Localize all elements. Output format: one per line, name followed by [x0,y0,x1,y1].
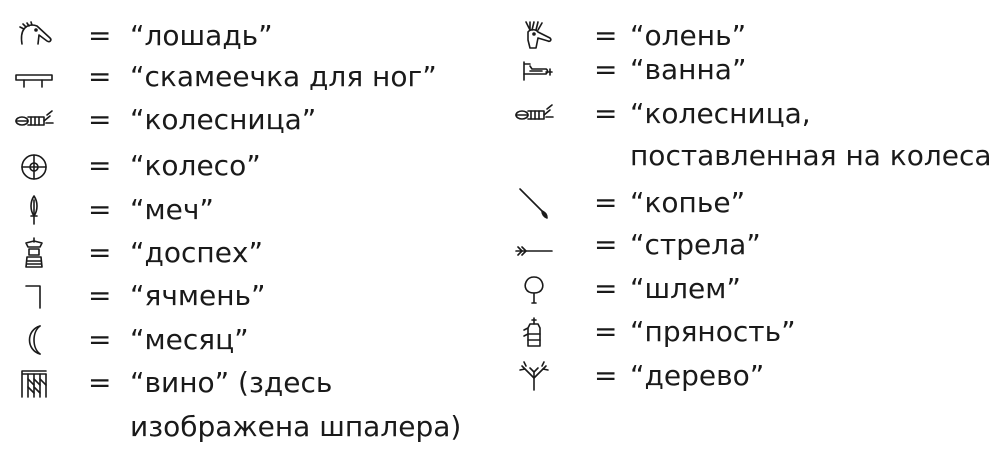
gloss-text: “вино” (здесь [130,366,333,399]
equals-sign: = [594,315,618,348]
armour-icon [8,233,60,273]
equals-sign: = [594,272,618,305]
gloss-text: “лошадь” [130,19,273,52]
equals-sign: = [88,279,112,312]
entry-spice: = “пряность” [508,312,988,352]
entry-tree: = “дерево” [508,356,988,396]
chariot-on-wheels-icon [508,94,560,134]
entry-chariot: = “колесница” [8,100,478,140]
entry-arrow: = “стрела” [508,225,988,265]
wheel-icon [8,146,60,186]
gloss-continuation: изображена шпалера) [130,410,462,443]
gloss-text: “шлем” [630,272,741,305]
entry-deer: = “олень” [508,16,988,56]
horse-icon [8,16,60,56]
gloss-text: “колесо” [130,149,261,182]
entry-month: = “месяц” [8,320,478,360]
equals-sign: = [594,97,618,130]
gloss-text: “ячмень” [130,279,266,312]
helmet-icon [508,269,560,309]
equals-sign: = [88,366,112,399]
entry-wine: = “вино” (здесь изображена шпалера) [8,363,478,449]
equals-sign: = [88,323,112,356]
gloss-text: “дерево” [630,359,765,392]
entry-sword: = “меч” [8,190,478,230]
entry-armour: = “доспех” [8,233,478,273]
entry-horse: = “лошадь” [8,16,478,56]
entry-helmet: = “шлем” [508,269,988,309]
footstool-icon [8,57,60,97]
tree-icon [508,356,560,396]
gloss-text: “месяц” [130,323,249,356]
gloss-text: “олень” [630,19,747,52]
sword-icon [8,190,60,230]
spice-icon [508,312,560,352]
gloss-text: “колесница” [130,103,317,136]
entry-bathtub: = “ванна” [508,50,988,90]
entry-barley: = “ячмень” [8,276,478,316]
gloss-text: “скамеечка для ног” [130,60,437,93]
equals-sign: = [594,359,618,392]
equals-sign: = [594,228,618,261]
equals-sign: = [88,60,112,93]
equals-sign: = [594,19,618,52]
gloss-text: “стрела” [630,228,761,261]
chariot-icon [8,100,60,140]
entry-spear: = “копье” [508,183,988,223]
gloss-text: “пряность” [630,315,796,348]
gloss-continuation: поставленная на колеса” [630,139,992,172]
deer-icon [508,16,560,56]
equals-sign: = [88,236,112,269]
month-icon [8,320,60,360]
gloss-text: “колесница, [630,97,811,130]
equals-sign: = [88,149,112,182]
equals-sign: = [594,186,618,219]
entry-footstool: = “скамеечка для ног” [8,57,478,97]
equals-sign: = [88,19,112,52]
bathtub-icon [508,50,560,90]
gloss-text: “доспех” [130,236,263,269]
spear-icon [508,183,560,223]
wine-trellis-icon [8,363,60,403]
equals-sign: = [88,193,112,226]
barley-icon [8,276,60,316]
gloss-text: “меч” [130,193,214,226]
equals-sign: = [88,103,112,136]
arrow-icon [508,225,560,265]
entry-chariot-on-wheels: = “колесница, поставленная на колеса” [508,94,992,180]
entry-wheel: = “колесо” [8,146,478,186]
gloss-text: “ванна” [630,53,747,86]
equals-sign: = [594,53,618,86]
gloss-text: “копье” [630,186,746,219]
